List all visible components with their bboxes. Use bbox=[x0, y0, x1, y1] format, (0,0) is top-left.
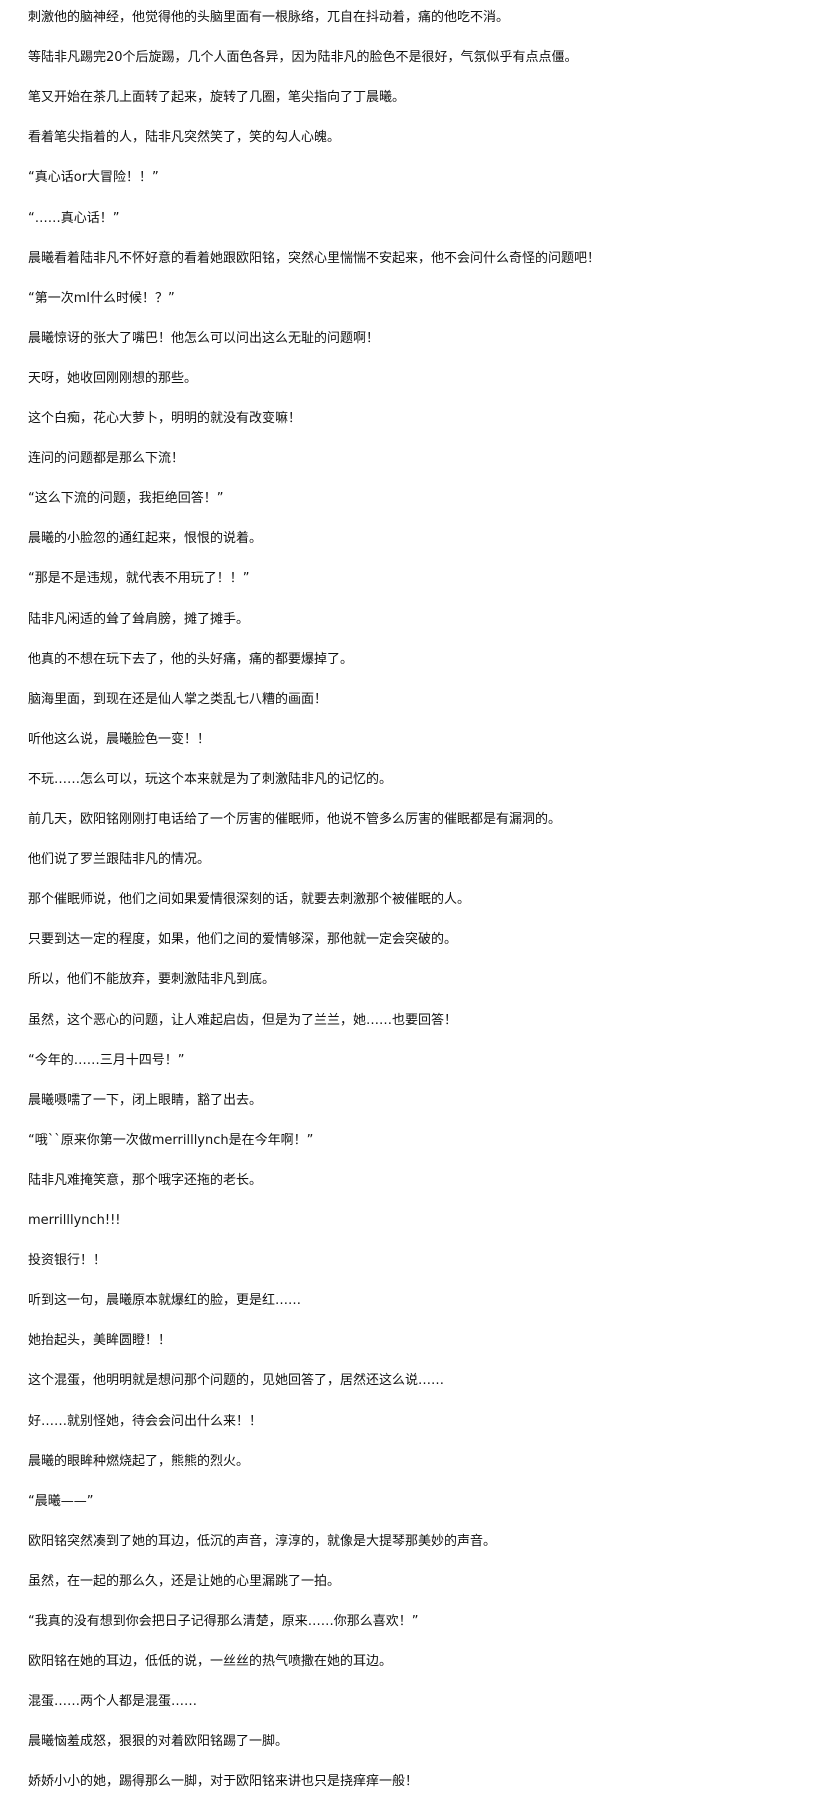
paragraph: 看着笔尖指着的人，陆非凡突然笑了，笑的勾人心魄。 bbox=[28, 130, 341, 145]
paragraph: 这个白痴，花心大萝卜，明明的就没有改变嘛！ bbox=[28, 411, 302, 426]
paragraph: 听到这一句，晨曦原本就爆红的脸，更是红…… bbox=[28, 1293, 302, 1308]
paragraph: 刺激他的脑神经，他觉得他的头脑里面有一根脉络，兀自在抖动着，痛的他吃不消。 bbox=[28, 10, 510, 25]
paragraph: 这个混蛋，他明明就是想问那个问题的，见她回答了，居然还这么说…… bbox=[28, 1373, 445, 1388]
paragraph: 混蛋……两个人都是混蛋…… bbox=[28, 1694, 198, 1709]
paragraph: 天呀，她收回刚刚想的那些。 bbox=[28, 371, 198, 386]
paragraph: 他们说了罗兰跟陆非凡的情况。 bbox=[28, 852, 211, 867]
paragraph: “……真心话！” bbox=[28, 211, 120, 226]
paragraph: 那个催眠师说，他们之间如果爱情很深刻的话，就要去刺激那个被催眠的人。 bbox=[28, 892, 471, 907]
paragraph: 投资银行！！ bbox=[28, 1253, 107, 1268]
paragraph: 好……就别怪她，待会会问出什么来！！ bbox=[28, 1414, 263, 1429]
paragraph: 听他这么说，晨曦脸色一变！！ bbox=[28, 732, 211, 747]
paragraph: merrilllynch!!! bbox=[28, 1213, 121, 1228]
paragraph: 他真的不想在玩下去了，他的头好痛，痛的都要爆掉了。 bbox=[28, 652, 354, 667]
paragraph: 晨曦的眼眸种燃烧起了，熊熊的烈火。 bbox=[28, 1454, 250, 1469]
paragraph: 虽然，这个恶心的问题，让人难起启齿，但是为了兰兰，她……也要回答！ bbox=[28, 1013, 458, 1028]
paragraph: 等陆非凡踢完20个后旋踢，几个人面色各异，因为陆非凡的脸色不是很好，气氛似乎有点… bbox=[28, 50, 578, 65]
paragraph: “今年的……三月十四号！” bbox=[28, 1053, 185, 1068]
paragraph: “第一次ml什么时候！？” bbox=[28, 291, 175, 306]
paragraph: 陆非凡难掩笑意，那个哦字还拖的老长。 bbox=[28, 1173, 263, 1188]
paragraph: “晨曦——” bbox=[28, 1494, 94, 1509]
paragraph: 所以，他们不能放弃，要刺激陆非凡到底。 bbox=[28, 972, 276, 987]
paragraph: 连问的问题都是那么下流！ bbox=[28, 451, 185, 466]
paragraph: 晨曦的小脸忽的通红起来，恨恨的说着。 bbox=[28, 531, 263, 546]
paragraph: “这么下流的问题，我拒绝回答！” bbox=[28, 491, 224, 506]
paragraph: 欧阳铭在她的耳边，低低的说，一丝丝的热气喷撒在她的耳边。 bbox=[28, 1654, 393, 1669]
paragraph: “那是不是违规，就代表不用玩了！！” bbox=[28, 571, 250, 586]
paragraph: 娇娇小小的她，踢得那么一脚，对于欧阳铭来讲也只是挠痒痒一般！ bbox=[28, 1774, 419, 1789]
paragraph: 晨曦看着陆非凡不怀好意的看着她跟欧阳铭，突然心里惴惴不安起来，他不会问什么奇怪的… bbox=[28, 251, 601, 266]
paragraph: 前几天，欧阳铭刚刚打电话给了一个厉害的催眠师，他说不管多么厉害的催眠都是有漏洞的… bbox=[28, 812, 562, 827]
paragraph: 欧阳铭突然凑到了她的耳边，低沉的声音，淳淳的，就像是大提琴那美妙的声音。 bbox=[28, 1534, 497, 1549]
paragraph: “真心话or大冒险！！” bbox=[28, 170, 159, 185]
paragraph: 脑海里面，到现在还是仙人掌之类乱七八糟的画面！ bbox=[28, 692, 328, 707]
paragraph: 陆非凡闲适的耸了耸肩膀，摊了摊手。 bbox=[28, 612, 250, 627]
paragraph: 她抬起头，美眸圆瞪！！ bbox=[28, 1333, 172, 1348]
paragraph: 只要到达一定的程度，如果，他们之间的爱情够深，那他就一定会突破的。 bbox=[28, 932, 458, 947]
paragraph: “我真的没有想到你会把日子记得那么清楚，原来……你那么喜欢！” bbox=[28, 1614, 419, 1629]
paragraph: 笔又开始在茶几上面转了起来，旋转了几圈，笔尖指向了丁晨曦。 bbox=[28, 90, 406, 105]
paragraph: 晨曦嗫嚅了一下，闭上眼睛，豁了出去。 bbox=[28, 1093, 263, 1108]
paragraph: “哦``原来你第一次做merrilllynch是在今年啊！” bbox=[28, 1133, 314, 1148]
paragraph: 不玩……怎么可以，玩这个本来就是为了刺激陆非凡的记忆的。 bbox=[28, 772, 393, 787]
paragraph: 晨曦惊讶的张大了嘴巴！他怎么可以问出这么无耻的问题啊！ bbox=[28, 331, 380, 346]
paragraph: 晨曦恼羞成怒，狠狠的对着欧阳铭踢了一脚。 bbox=[28, 1734, 289, 1749]
paragraph: 虽然，在一起的那么久，还是让她的心里漏跳了一拍。 bbox=[28, 1574, 341, 1589]
